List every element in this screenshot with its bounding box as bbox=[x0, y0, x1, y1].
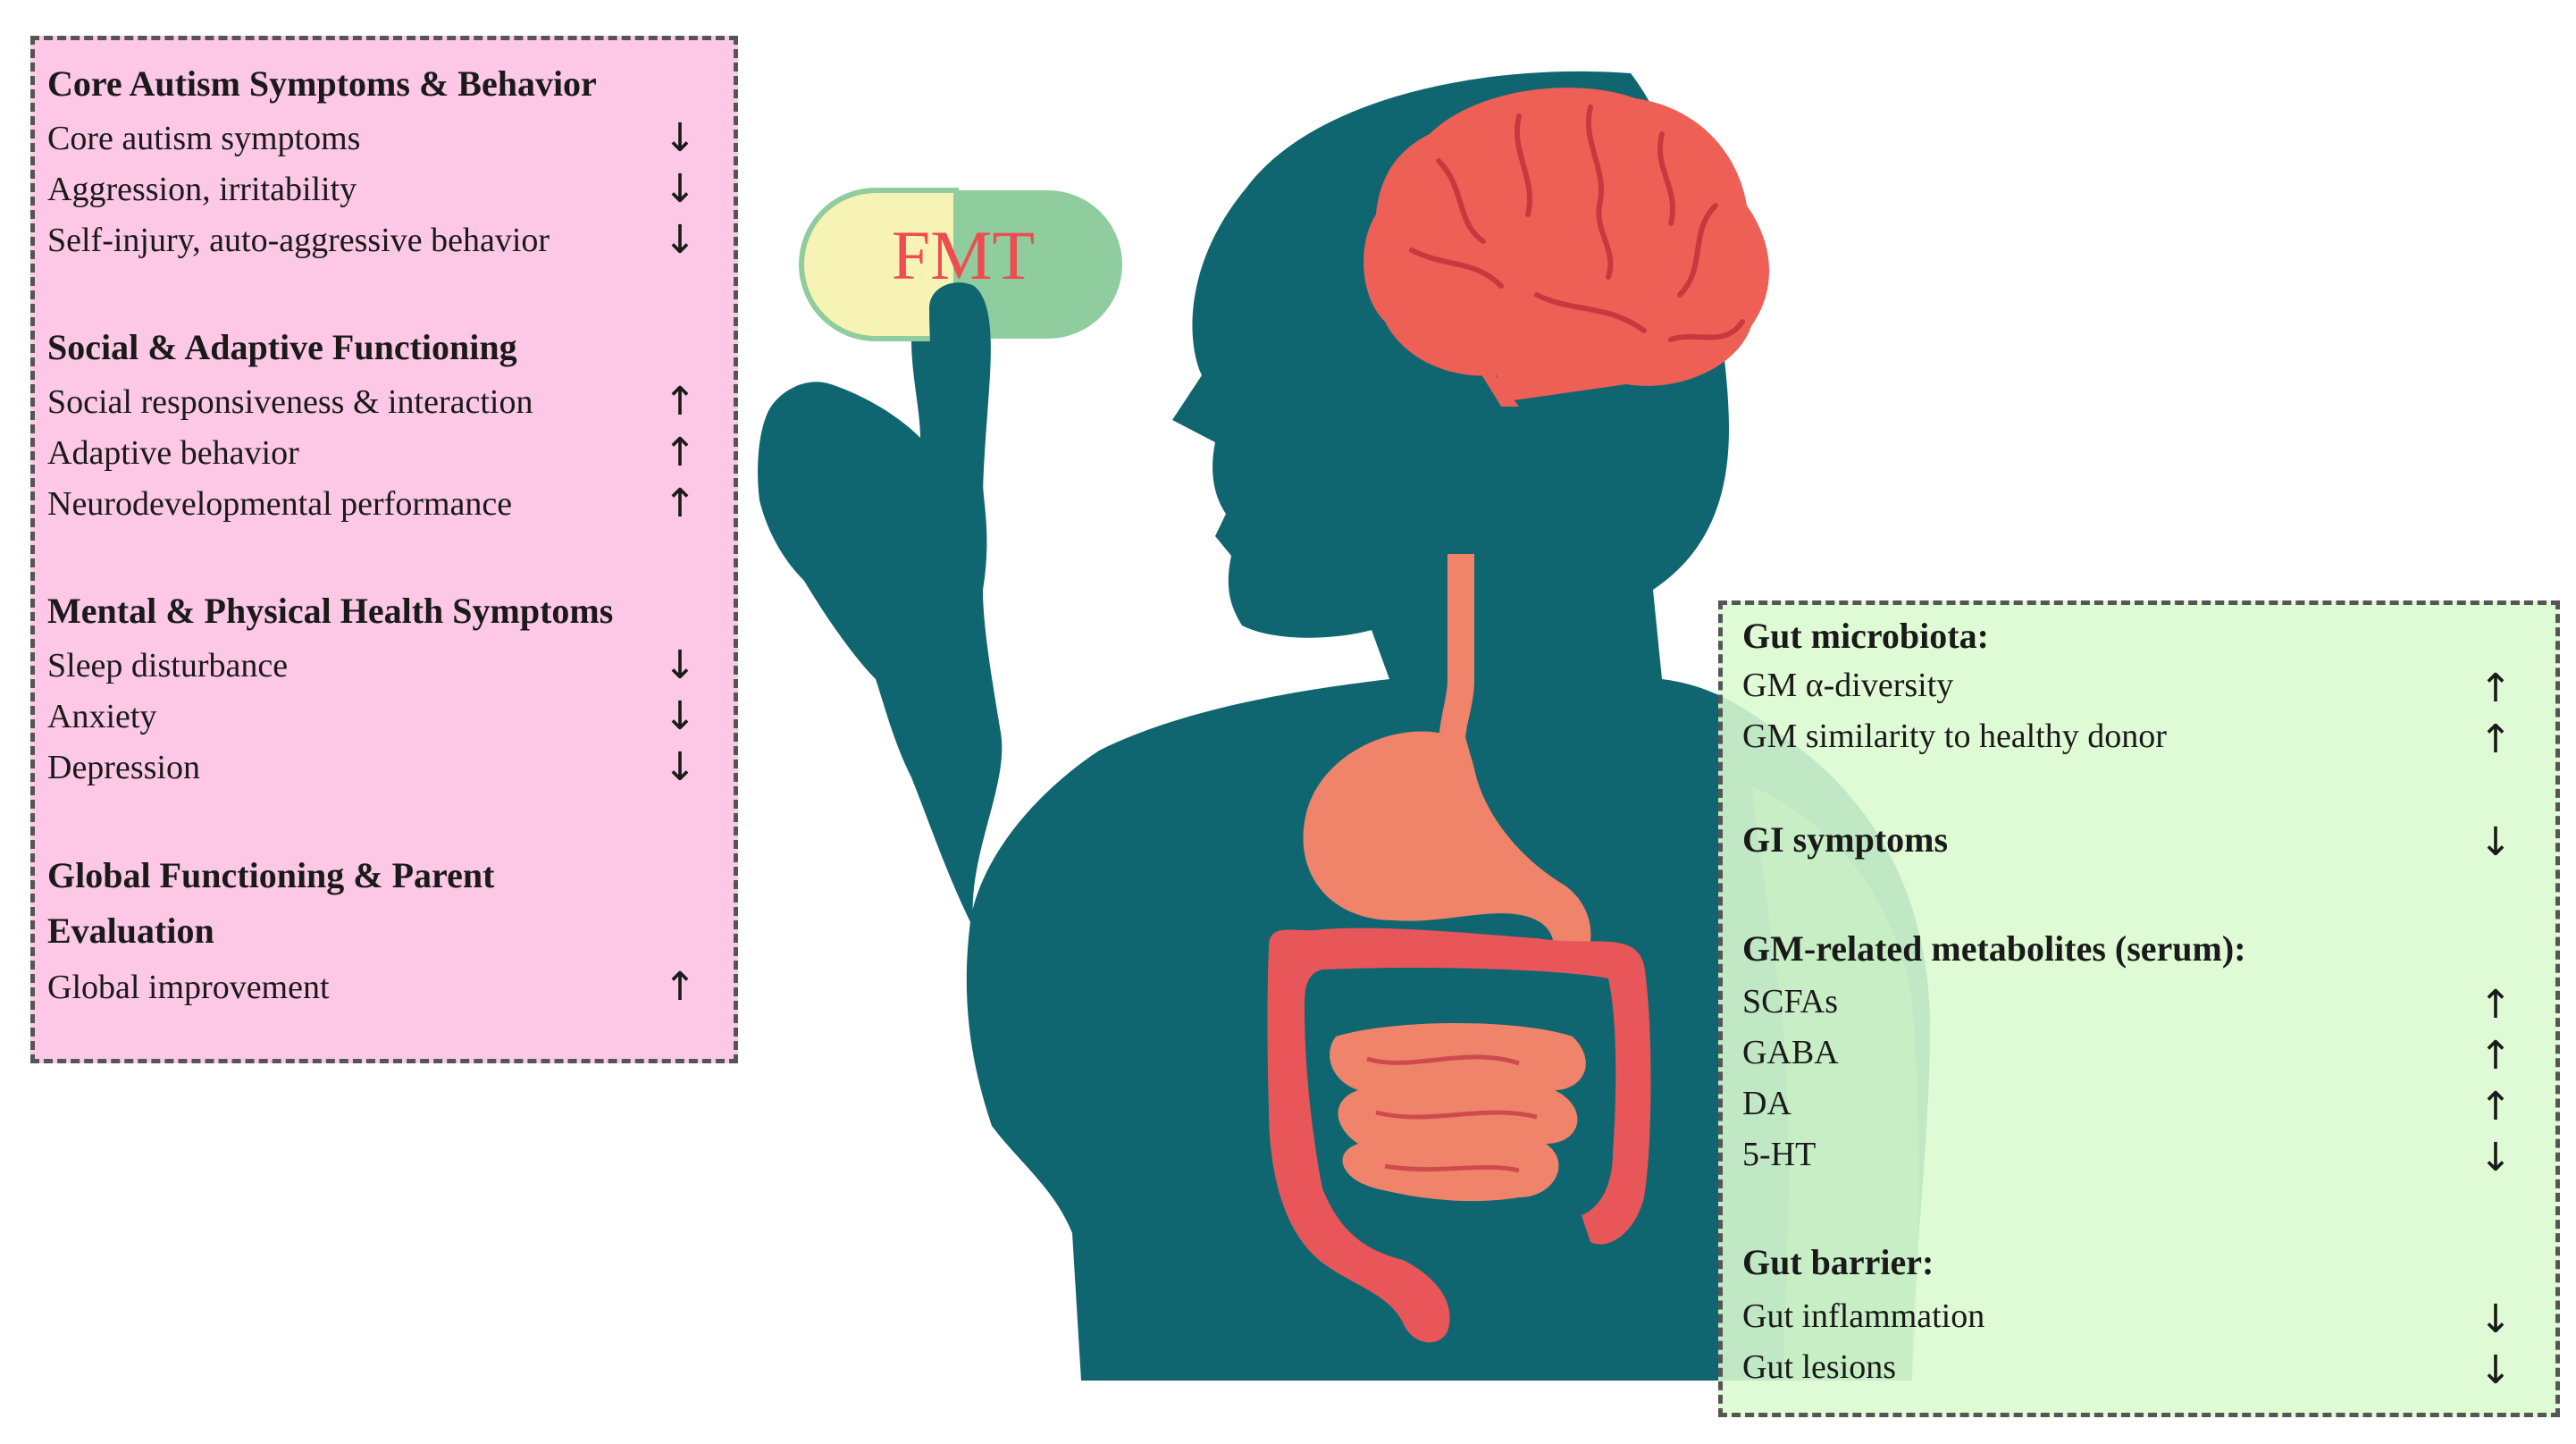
down-arrow-icon: ↓ bbox=[663, 744, 697, 790]
capsule-right-half bbox=[956, 190, 1122, 339]
section-heading-gut-barrier: Gut barrier: bbox=[1742, 1242, 1934, 1282]
outcome-label: Core autism symptoms bbox=[47, 120, 361, 157]
outcome-label: Adaptive behavior bbox=[47, 434, 299, 472]
down-arrow-icon: ↓ bbox=[663, 642, 697, 688]
section-heading-metabolites: GM-related metabolites (serum): bbox=[1742, 928, 2246, 969]
outcome-label: 5-HT bbox=[1742, 1136, 1817, 1173]
section-heading-gut-microbiota: Gut microbiota: bbox=[1742, 616, 1989, 656]
brain-shape bbox=[1364, 88, 1769, 402]
down-arrow-icon: ↓ bbox=[663, 166, 697, 212]
down-arrow-icon: ↓ bbox=[663, 693, 697, 739]
stomach bbox=[1303, 731, 1591, 965]
section-heading-core-autism: Core Autism Symptoms & Behavior bbox=[47, 63, 597, 104]
up-arrow-icon: ↑ bbox=[2479, 1033, 2513, 1079]
outcome-label: Anxiety bbox=[47, 698, 157, 735]
section-heading-global-functioning-cont: Evaluation bbox=[47, 911, 214, 951]
outcome-label: GABA bbox=[1742, 1034, 1839, 1071]
down-arrow-icon: ↓ bbox=[2479, 1135, 2513, 1180]
outcome-label: Social responsiveness & interaction bbox=[47, 383, 533, 421]
thumb bbox=[929, 282, 991, 500]
up-arrow-icon: ↑ bbox=[2479, 717, 2513, 762]
stomach-group bbox=[1303, 554, 1591, 965]
outcome-label: Gut inflammation bbox=[1742, 1297, 1985, 1335]
esophagus bbox=[1439, 554, 1474, 742]
down-arrow-icon: ↓ bbox=[663, 217, 697, 263]
section-heading-gi-symptoms: GI symptoms bbox=[1742, 819, 1949, 860]
up-arrow-icon: ↑ bbox=[663, 481, 697, 526]
up-arrow-icon: ↑ bbox=[2479, 666, 2513, 711]
down-arrow-icon: ↓ bbox=[2479, 1347, 2513, 1393]
brain bbox=[1364, 88, 1769, 407]
down-arrow-icon: ↓ bbox=[2479, 819, 2513, 865]
large-intestine bbox=[1267, 928, 1651, 1343]
clinical-outcomes-panel: Core Autism Symptoms & Behavior Core aut… bbox=[30, 36, 738, 1063]
up-arrow-icon: ↑ bbox=[663, 430, 697, 475]
section-heading-social-adaptive: Social & Adaptive Functioning bbox=[47, 327, 517, 367]
up-arrow-icon: ↑ bbox=[663, 964, 697, 1010]
outcome-label: Neurodevelopmental performance bbox=[47, 485, 513, 523]
fmt-capsule: FMT bbox=[799, 188, 1122, 341]
outcome-label: Depression bbox=[47, 749, 200, 786]
capsule-left-half bbox=[799, 188, 959, 341]
outcome-label: GM α-diversity bbox=[1742, 667, 1954, 704]
outcome-label: SCFAs bbox=[1742, 983, 1839, 1020]
section-heading-mental-physical: Mental & Physical Health Symptoms bbox=[47, 591, 614, 631]
gut-outcomes-panel: Gut microbiota: GM α-diversity ↑ GM simi… bbox=[1718, 600, 2560, 1417]
cerebellum bbox=[1465, 322, 1519, 407]
outcome-label: Sleep disturbance bbox=[47, 647, 289, 684]
down-arrow-icon: ↓ bbox=[663, 115, 697, 161]
up-arrow-icon: ↑ bbox=[663, 379, 697, 424]
capsule-label: FMT bbox=[892, 216, 1035, 294]
up-arrow-icon: ↑ bbox=[2479, 982, 2513, 1028]
intestine-folds bbox=[1366, 1054, 1538, 1173]
down-arrow-icon: ↓ bbox=[2479, 1297, 2513, 1342]
outcome-label: DA bbox=[1742, 1085, 1791, 1122]
section-heading-global-functioning: Global Functioning & Parent bbox=[47, 855, 495, 895]
outcome-label: GM similarity to healthy donor bbox=[1742, 718, 2167, 755]
outcome-label: Aggression, irritability bbox=[47, 171, 357, 208]
small-intestine bbox=[1330, 1023, 1586, 1202]
outcome-label: Global improvement bbox=[47, 969, 330, 1006]
intestines bbox=[1267, 928, 1651, 1343]
outcome-label: Gut lesions bbox=[1742, 1348, 1897, 1386]
up-arrow-icon: ↑ bbox=[2479, 1084, 2513, 1129]
brain-folds bbox=[1409, 105, 1745, 342]
outcome-label: Self-injury, auto-aggressive behavior bbox=[47, 222, 550, 259]
raised-arm bbox=[758, 307, 1003, 929]
